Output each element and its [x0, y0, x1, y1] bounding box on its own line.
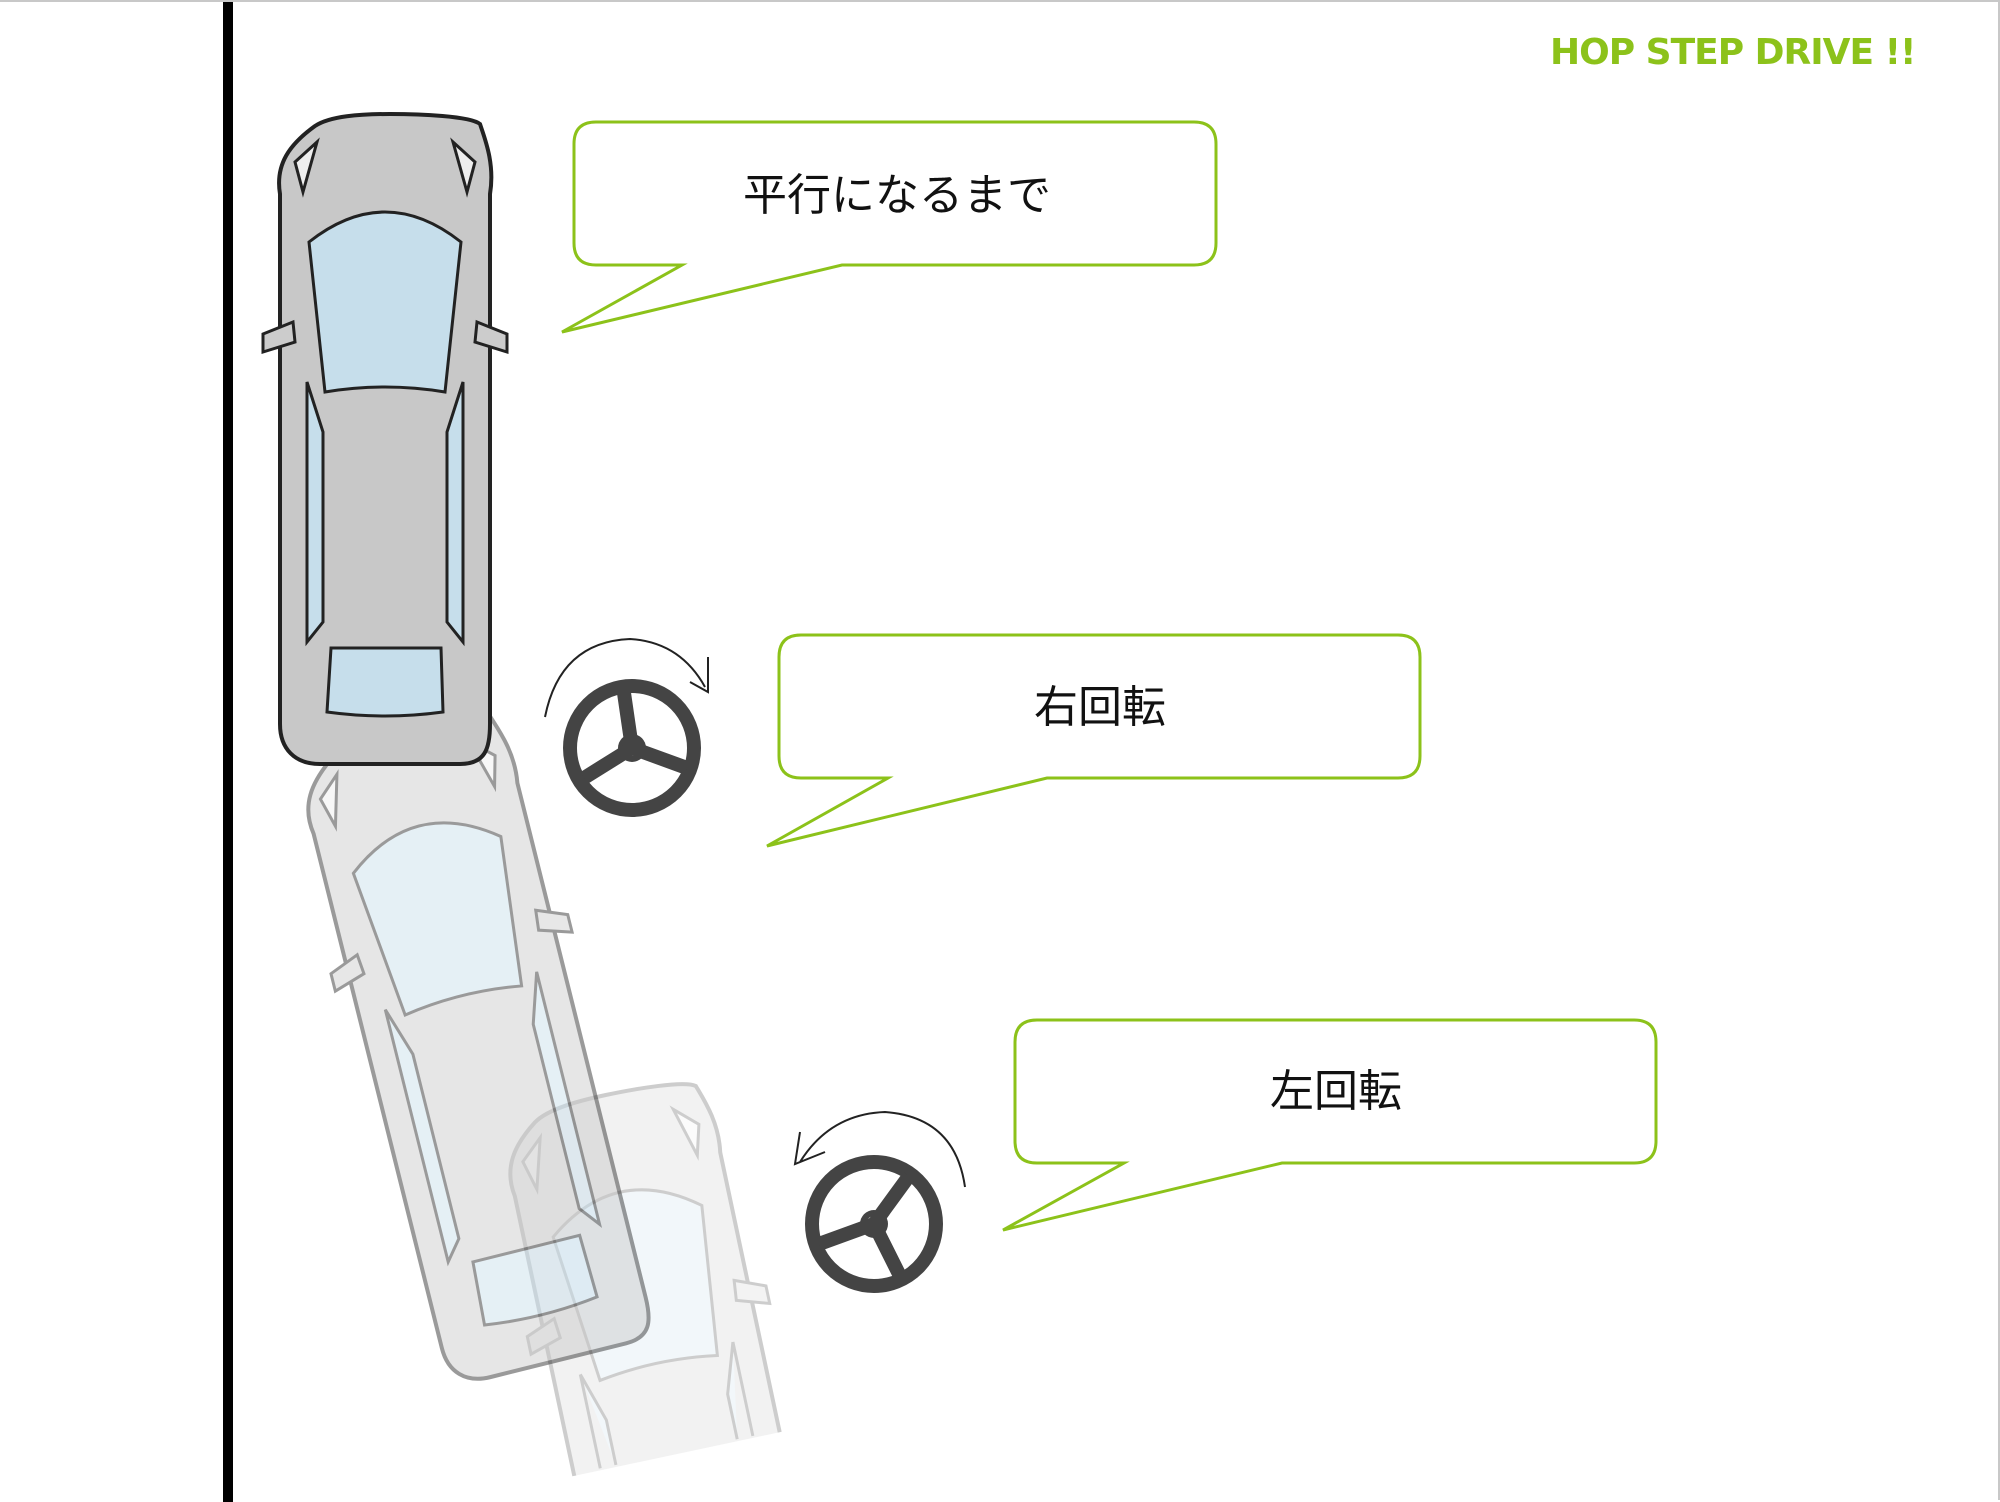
bubble-text-parallel: 平行になるまで: [743, 170, 1051, 221]
steering-wheel-icon-right: [563, 679, 701, 817]
steering-wheel-icon-left: [805, 1155, 943, 1293]
rotate-arrow-icon-clockwise: [544, 637, 709, 718]
rotate-arrow-icon-counterclockwise: [793, 1110, 966, 1188]
bubble-text-turn-right: 右回転: [1034, 682, 1166, 733]
brand-logo: HOP STEP DRIVE !!: [1550, 32, 1916, 73]
speech-bubble-1: [561, 120, 1218, 334]
curb-line: [223, 2, 233, 1502]
car-icon: [261, 112, 509, 766]
bubble-text-turn-left: 左回転: [1270, 1066, 1402, 1117]
speech-bubble-2: [766, 633, 1422, 848]
speech-bubble-3: [1002, 1018, 1658, 1232]
